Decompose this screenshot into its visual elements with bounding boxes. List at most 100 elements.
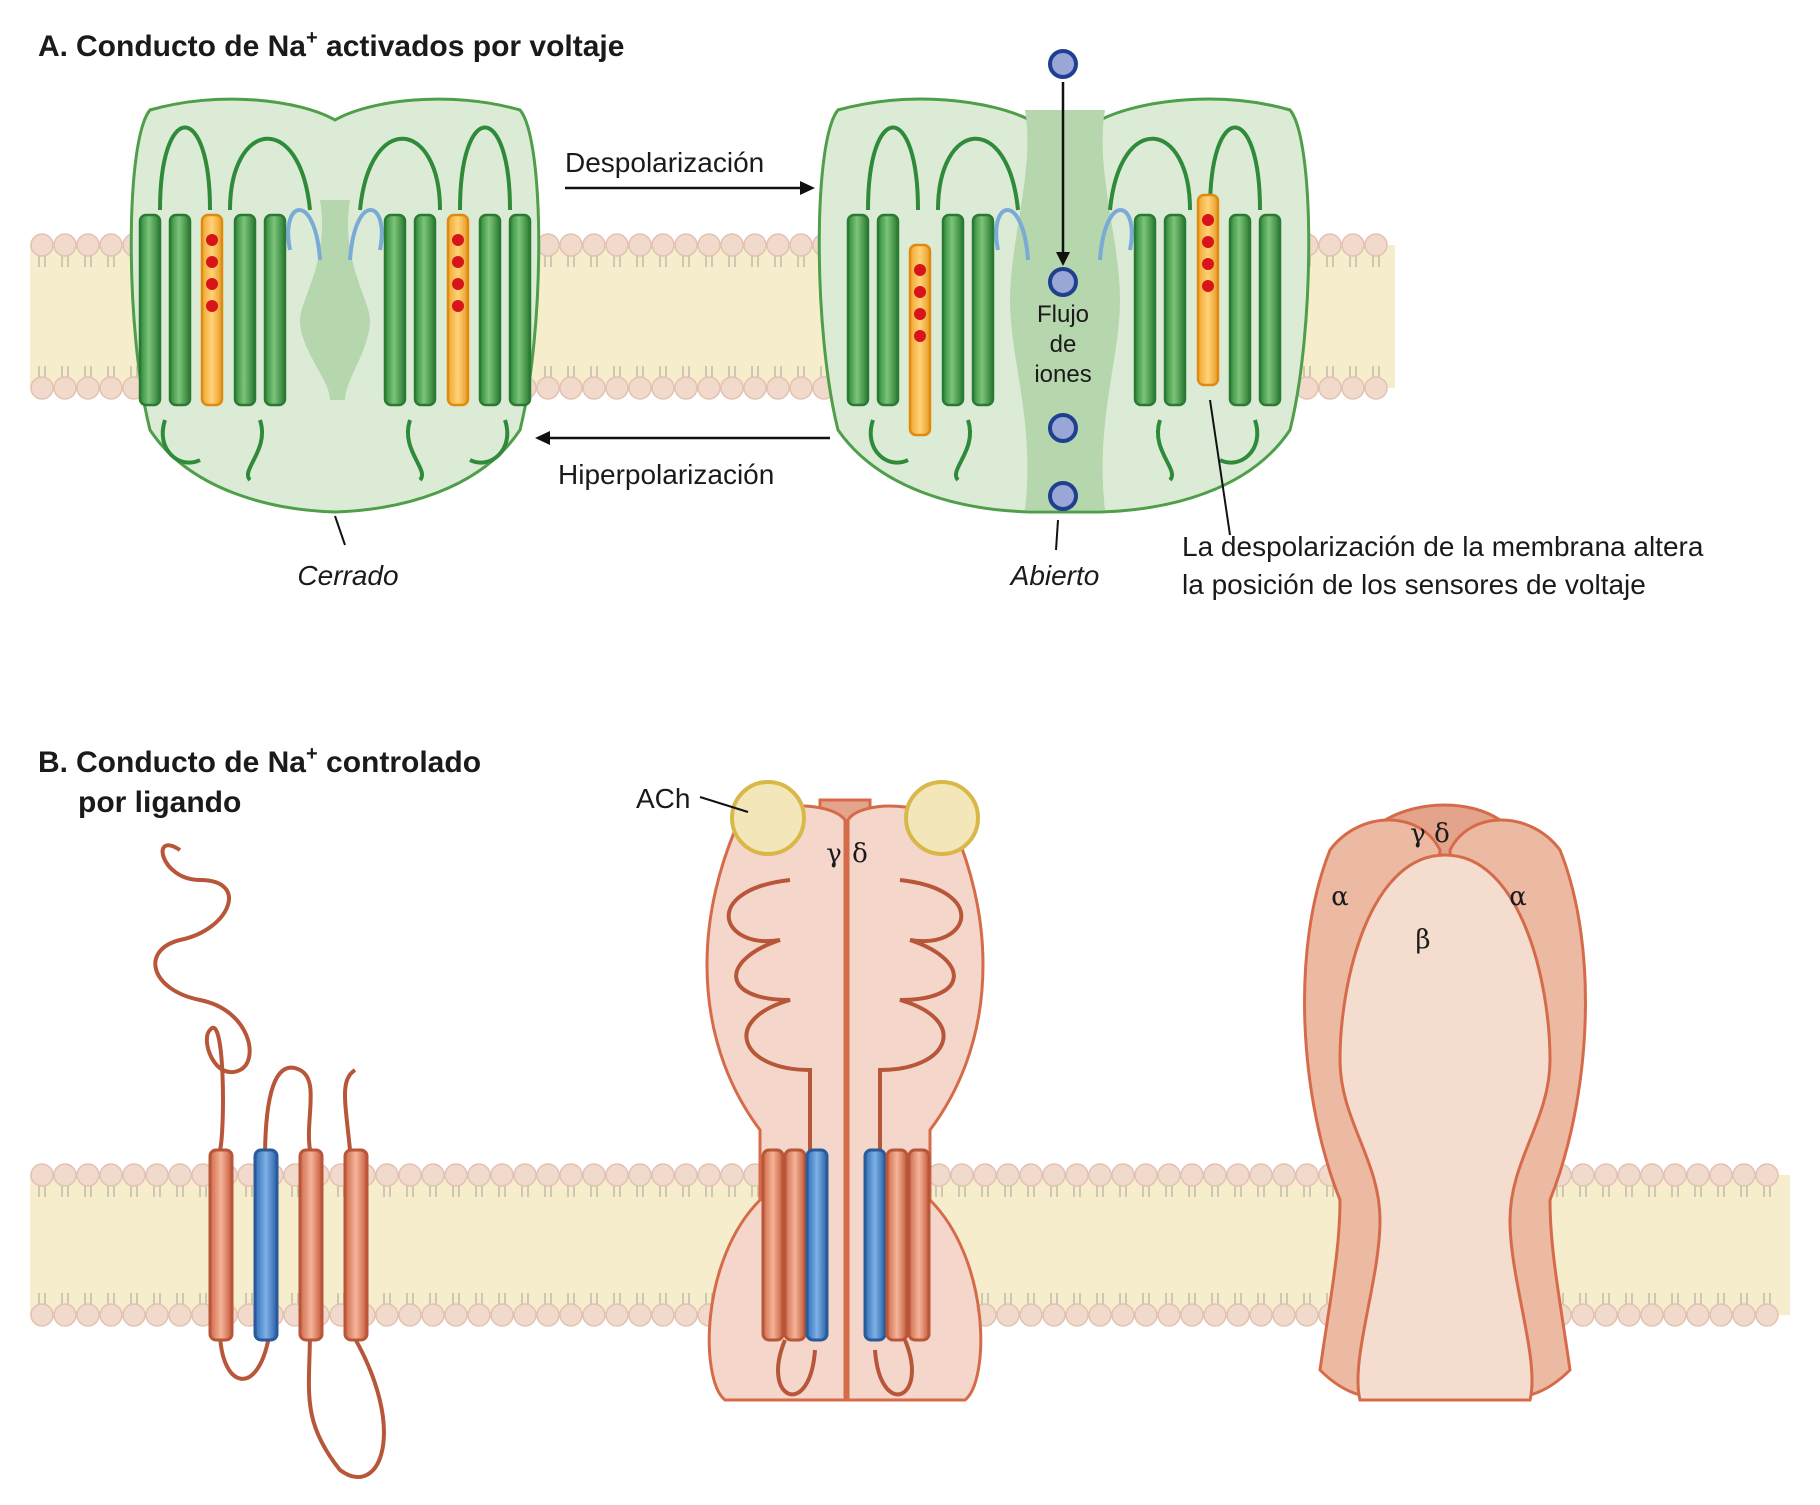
lipid-head	[375, 1303, 399, 1327]
lipid-head	[76, 376, 100, 400]
protein-loop	[358, 136, 442, 211]
protein-loop	[406, 419, 424, 482]
closed-state-label: Cerrado	[297, 560, 398, 591]
lipid-head	[1295, 1303, 1319, 1327]
channel-open	[817, 97, 1311, 514]
lipid-head	[467, 1163, 491, 1187]
tm-helix	[383, 213, 407, 407]
lipid-head	[444, 1163, 468, 1187]
positive-charge	[452, 256, 464, 268]
receptor-loop	[873, 1339, 914, 1397]
lipid-head	[1019, 1163, 1043, 1187]
lipid-head	[651, 376, 675, 400]
lipid-head	[536, 1303, 560, 1327]
lipid-head	[789, 233, 813, 257]
lipid-head	[30, 376, 54, 400]
lipid-head	[536, 233, 560, 257]
lipid-head	[1226, 1303, 1250, 1327]
positive-charge	[914, 286, 926, 298]
receptor-loop	[776, 1339, 817, 1397]
alpha-label-right: α	[1509, 882, 1527, 912]
pore-loop	[348, 208, 384, 261]
annotation-line-2: la posición de los sensores de voltaje	[1182, 569, 1646, 600]
lipid-head	[1732, 1163, 1756, 1187]
tm-helix	[413, 213, 437, 407]
lipid-head	[536, 376, 560, 400]
tm-helix	[846, 213, 870, 407]
tm-helix	[263, 213, 287, 407]
lipid-head	[628, 233, 652, 257]
lipid-head	[559, 1303, 583, 1327]
lipid-head	[1617, 1303, 1641, 1327]
positive-charge	[452, 234, 464, 246]
lipid-head	[651, 1303, 675, 1327]
lipid-head	[467, 1303, 491, 1327]
lipid-head	[789, 376, 813, 400]
tm-helix	[1133, 213, 1157, 407]
lipid-head	[1686, 1163, 1710, 1187]
loop	[306, 1328, 386, 1479]
protein-loop	[458, 125, 512, 211]
lipid-head	[973, 1163, 997, 1187]
receptor-cross-section: ACh γ δ	[636, 780, 985, 1402]
n-terminal-chain	[153, 843, 252, 1151]
lipid-head	[1019, 1303, 1043, 1327]
lipid-head	[76, 233, 100, 257]
lipid-head	[122, 1163, 146, 1187]
lipid-head	[1571, 1303, 1595, 1327]
positive-charge	[1202, 236, 1214, 248]
positive-charge	[914, 308, 926, 320]
positive-charge	[206, 300, 218, 312]
lipid-head	[1755, 1303, 1779, 1327]
positive-charge	[1202, 214, 1214, 226]
lipid-head	[743, 233, 767, 257]
lipid-head	[720, 376, 744, 400]
lipid-head	[53, 1303, 77, 1327]
panel-a-title: A.Conducto de Na+ activados por voltaje	[38, 27, 624, 63]
panel-b-title: B.Conducto de Na+ controlado	[38, 743, 481, 779]
lipid-head	[1203, 1303, 1227, 1327]
positive-charge	[206, 256, 218, 268]
lipid-head	[582, 233, 606, 257]
lipid-head	[950, 1163, 974, 1187]
ach-leader-line	[699, 796, 749, 813]
lipid-head	[168, 1163, 192, 1187]
lipid-head	[1318, 233, 1342, 257]
lipid-head	[1571, 1163, 1595, 1187]
pore-label-1: Flujo	[1037, 301, 1089, 328]
lipid-head	[1088, 1163, 1112, 1187]
c-terminal-chain	[343, 1068, 357, 1151]
lipid-head	[421, 1163, 445, 1187]
pore-loop	[286, 208, 322, 261]
lipid-head	[1272, 1163, 1296, 1187]
lipid-head	[99, 376, 123, 400]
lipid-head	[30, 233, 54, 257]
annotation-leader-line	[1209, 399, 1231, 536]
lipid-head	[421, 1303, 445, 1327]
lipid-head	[605, 1163, 629, 1187]
loop	[218, 1329, 272, 1381]
lipid-head	[559, 376, 583, 400]
lipid-head	[30, 1303, 54, 1327]
lipid-head	[53, 1163, 77, 1187]
lipid-head	[582, 1303, 606, 1327]
lipid-head	[605, 376, 629, 400]
tm-helix	[508, 213, 532, 407]
loop	[263, 1065, 313, 1161]
open-state-label: Abierto	[1009, 560, 1100, 591]
protein-loop	[228, 136, 312, 211]
tm-helix	[138, 213, 162, 407]
delta-label: δ	[852, 839, 868, 869]
lipid-head	[628, 376, 652, 400]
lipid-head	[559, 233, 583, 257]
lipid-head	[559, 1163, 583, 1187]
tm-helix	[1228, 213, 1252, 407]
lipid-head	[697, 1163, 721, 1187]
lipid-head	[1732, 1303, 1756, 1327]
tm-helix	[233, 213, 257, 407]
protein-loop	[868, 419, 909, 465]
lipid-head	[766, 233, 790, 257]
lipid-head	[1157, 1303, 1181, 1327]
beta-label: β	[1415, 925, 1430, 955]
lipid-head	[1249, 1163, 1273, 1187]
